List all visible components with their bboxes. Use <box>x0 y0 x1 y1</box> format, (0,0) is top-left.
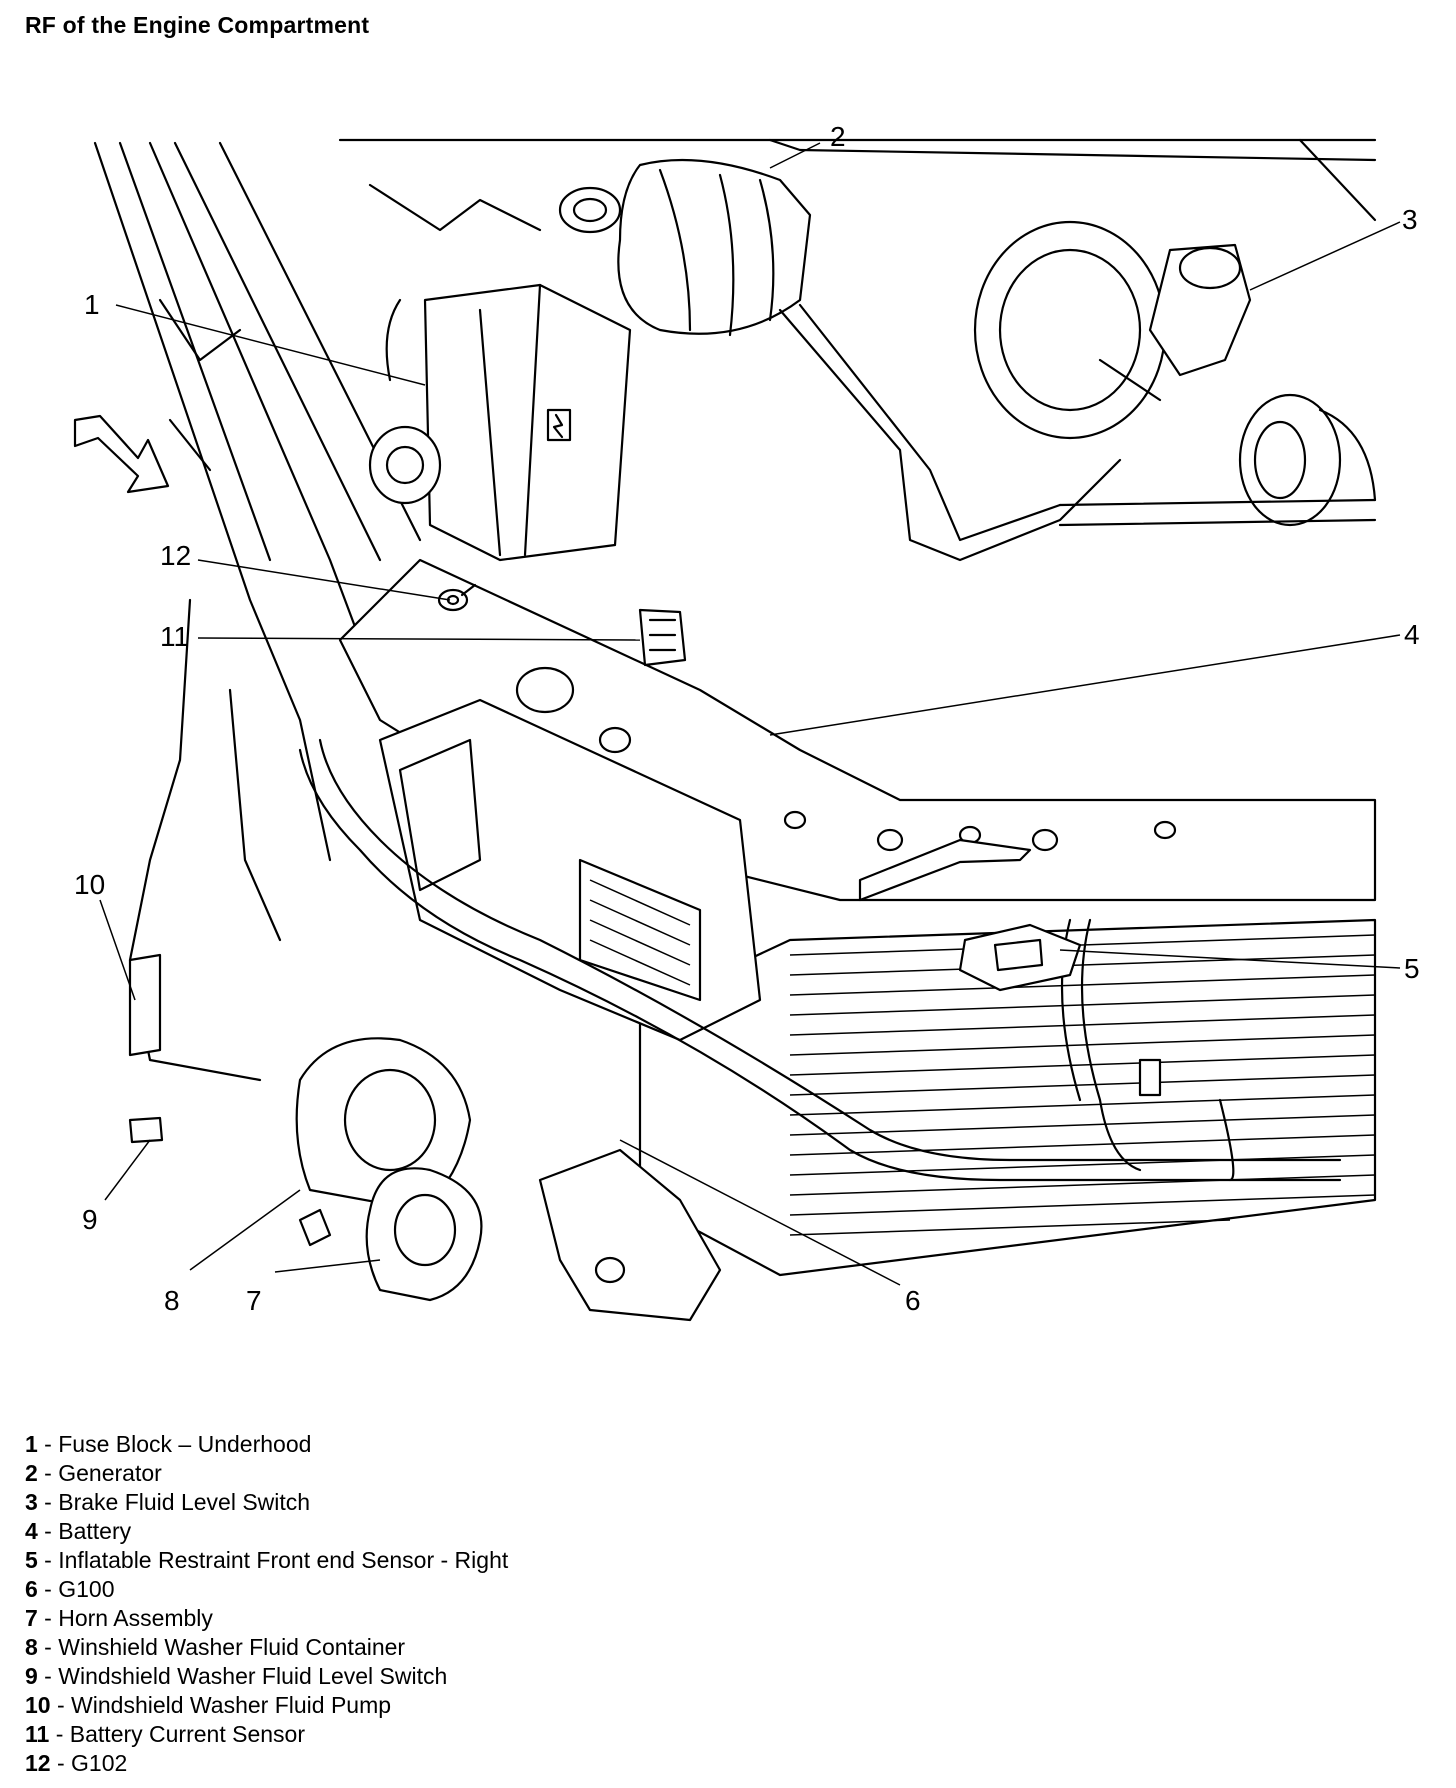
legend-item: 9 - Windshield Washer Fluid Level Switch <box>25 1663 448 1689</box>
horn-assembly <box>298 1167 483 1302</box>
legend-item: 2 - Generator <box>25 1460 162 1486</box>
callout-9: 9 <box>82 1204 98 1235</box>
legend: 1 - Fuse Block – Underhood 2 - Generator… <box>25 1430 508 1778</box>
callout-8: 8 <box>164 1285 180 1316</box>
leader-lines <box>99 142 1401 1286</box>
callout-1: 1 <box>84 289 100 320</box>
legend-item: 6 - G100 <box>25 1576 115 1602</box>
callout-12: 12 <box>160 540 191 571</box>
bracket <box>778 303 1377 562</box>
legend-item: 10 - Windshield Washer Fluid Pump <box>25 1692 392 1718</box>
front-end-sensor <box>958 923 1082 992</box>
callout-10: 10 <box>74 869 105 900</box>
callout-7: 7 <box>246 1285 262 1316</box>
callout-3: 3 <box>1402 204 1418 235</box>
washer-pump <box>128 953 164 1144</box>
legend-item: 12 - G102 <box>25 1750 128 1776</box>
washer-fluid-container <box>295 1037 472 1212</box>
legend-item: 11 - Battery Current Sensor <box>25 1721 305 1747</box>
lamp-housing <box>378 698 762 1042</box>
callout-11: 11 <box>160 621 189 652</box>
page-title: RF of the Engine Compartment <box>25 12 370 38</box>
legend-item: 3 - Brake Fluid Level Switch <box>25 1489 311 1515</box>
wiring-harness <box>298 738 1342 1182</box>
callout-6: 6 <box>905 1285 921 1316</box>
generator <box>558 158 812 337</box>
bracket-lower <box>538 1148 722 1322</box>
battery-current-sensor <box>638 608 687 667</box>
callout-4: 4 <box>1404 619 1420 650</box>
callout-2: 2 <box>830 121 846 152</box>
callout-5: 5 <box>1404 953 1420 984</box>
line-drawing: 1 2 3 4 5 6 7 8 9 10 11 12 <box>73 121 1420 1322</box>
legend-item: 4 - Battery <box>25 1518 132 1544</box>
legend-item: 7 - Horn Assembly <box>25 1605 213 1631</box>
legend-item: 1 - Fuse Block – Underhood <box>25 1431 312 1457</box>
direction-arrow <box>73 414 170 494</box>
brake-booster <box>973 220 1377 527</box>
callout-labels: 1 2 3 4 5 6 7 8 9 10 11 12 <box>74 121 1420 1316</box>
cowl-structure <box>338 138 1377 232</box>
engine-compartment-illustration: 1 2 3 4 5 6 7 8 9 10 11 12 <box>0 120 1456 1360</box>
legend-item: 5 - Inflatable Restraint Front end Senso… <box>25 1547 509 1573</box>
legend-item: 8 - Winshield Washer Fluid Container <box>25 1634 406 1660</box>
g102-ground <box>437 583 477 612</box>
fuse-block-underhood <box>368 283 632 562</box>
